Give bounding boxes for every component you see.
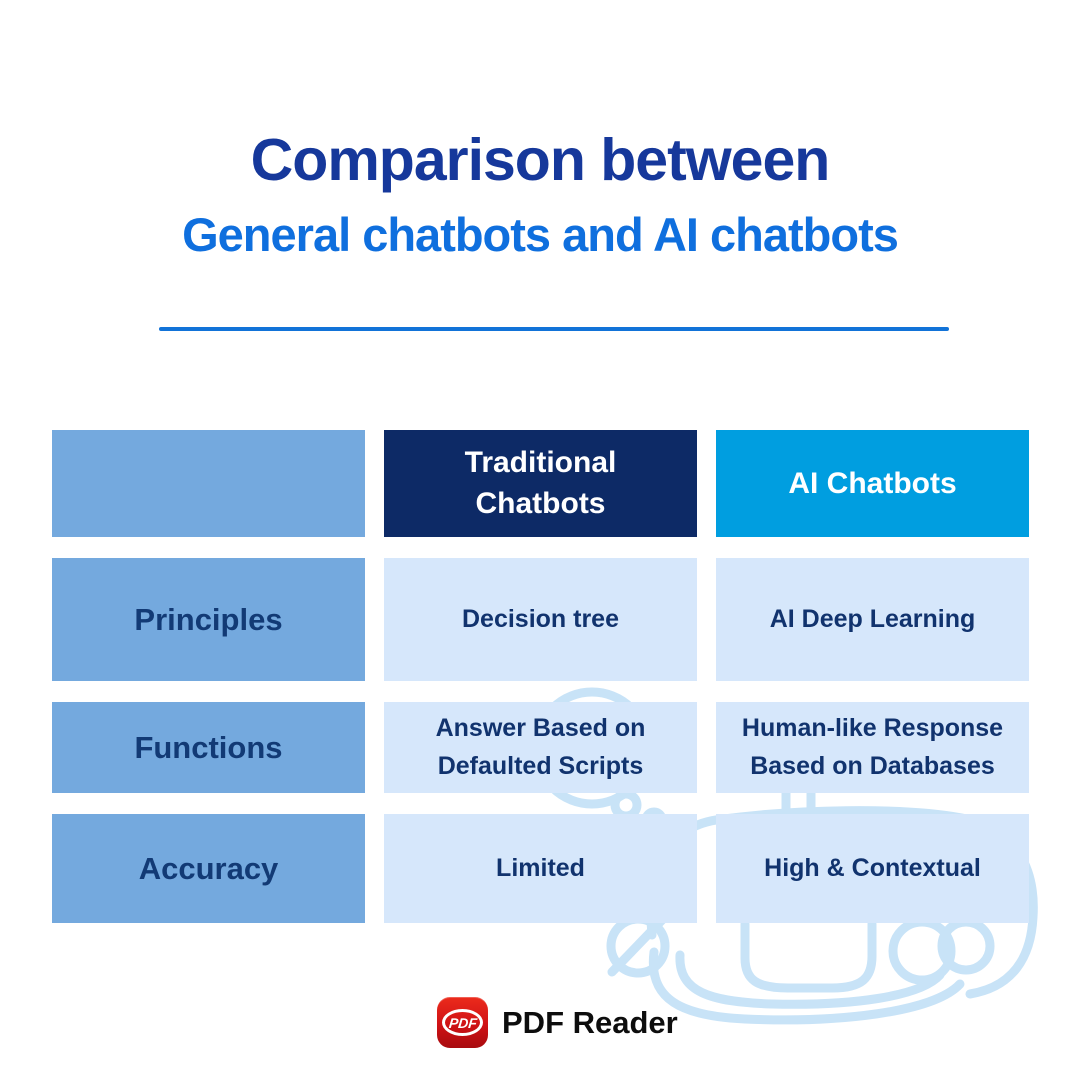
cell-value: Limited bbox=[496, 853, 585, 882]
cell-principles-ai: AI Deep Learning bbox=[716, 558, 1029, 681]
row-header-principles: Principles bbox=[52, 558, 365, 681]
row-header-functions: Functions bbox=[52, 702, 365, 793]
row-header-label: Accuracy bbox=[138, 850, 279, 886]
robot-chin-outer bbox=[648, 947, 965, 1025]
cell-principles-traditional: Decision tree bbox=[384, 558, 697, 681]
page-subtitle: General chatbots and AI chatbots bbox=[182, 208, 899, 261]
robot-chin-inner bbox=[675, 950, 945, 1009]
cell-functions-ai: Human-like Response Based on Databases bbox=[716, 702, 1029, 793]
column-header-label: Traditional Chatbots bbox=[464, 446, 617, 520]
pdf-app-icon: PDF bbox=[437, 997, 488, 1048]
row-header-label: Principles bbox=[134, 601, 283, 637]
robot-mouth bbox=[740, 919, 877, 993]
pdf-reader-logo: PDF PDF Reader bbox=[437, 997, 678, 1048]
cell-functions-traditional: Answer Based on Defaulted Scripts bbox=[384, 702, 697, 793]
row-header-label: Functions bbox=[134, 729, 283, 765]
row-header-accuracy: Accuracy bbox=[52, 814, 365, 923]
brand-name: PDF Reader bbox=[502, 1004, 678, 1040]
column-header-label: AI Chatbots bbox=[788, 466, 957, 500]
cell-accuracy-traditional: Limited bbox=[384, 814, 697, 923]
cell-value: Human-like Response Based on Databases bbox=[741, 714, 1004, 780]
cell-value: Decision tree bbox=[461, 604, 619, 633]
comparison-table: Traditional Chatbots AI Chatbots Princip… bbox=[52, 430, 1029, 923]
cell-accuracy-ai: High & Contextual bbox=[716, 814, 1029, 923]
pdf-icon-ring: PDF bbox=[442, 1009, 483, 1036]
cell-value: AI Deep Learning bbox=[769, 604, 976, 633]
cell-value: High & Contextual bbox=[764, 853, 981, 882]
table-corner-cell bbox=[52, 430, 365, 537]
page-title: Comparison between bbox=[250, 127, 831, 193]
title-divider bbox=[159, 327, 949, 331]
robot-ear-left-tail bbox=[607, 913, 669, 977]
column-header-traditional-chatbots: Traditional Chatbots bbox=[384, 430, 697, 537]
column-header-ai-chatbots: AI Chatbots bbox=[716, 430, 1029, 537]
pdf-icon-label: PDF bbox=[447, 1014, 478, 1031]
cell-value: Answer Based on Defaulted Scripts bbox=[435, 714, 646, 780]
